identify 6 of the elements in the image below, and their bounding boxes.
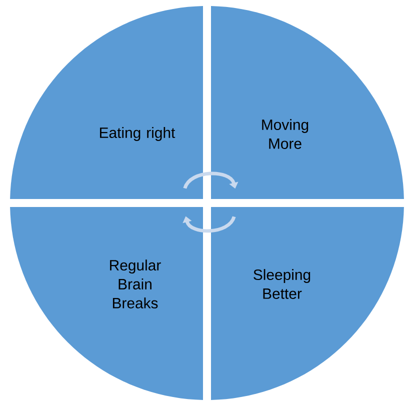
circular-arrow [183, 172, 238, 190]
quadrant-wedge: Regular Brain Breaks [10, 207, 203, 400]
circular-arrow [182, 216, 236, 233]
quadrant-wedge: Moving More [211, 6, 404, 199]
quadrant-wedge: Eating right [10, 6, 203, 199]
quadrant-wedge: Sleeping Better [211, 207, 404, 400]
